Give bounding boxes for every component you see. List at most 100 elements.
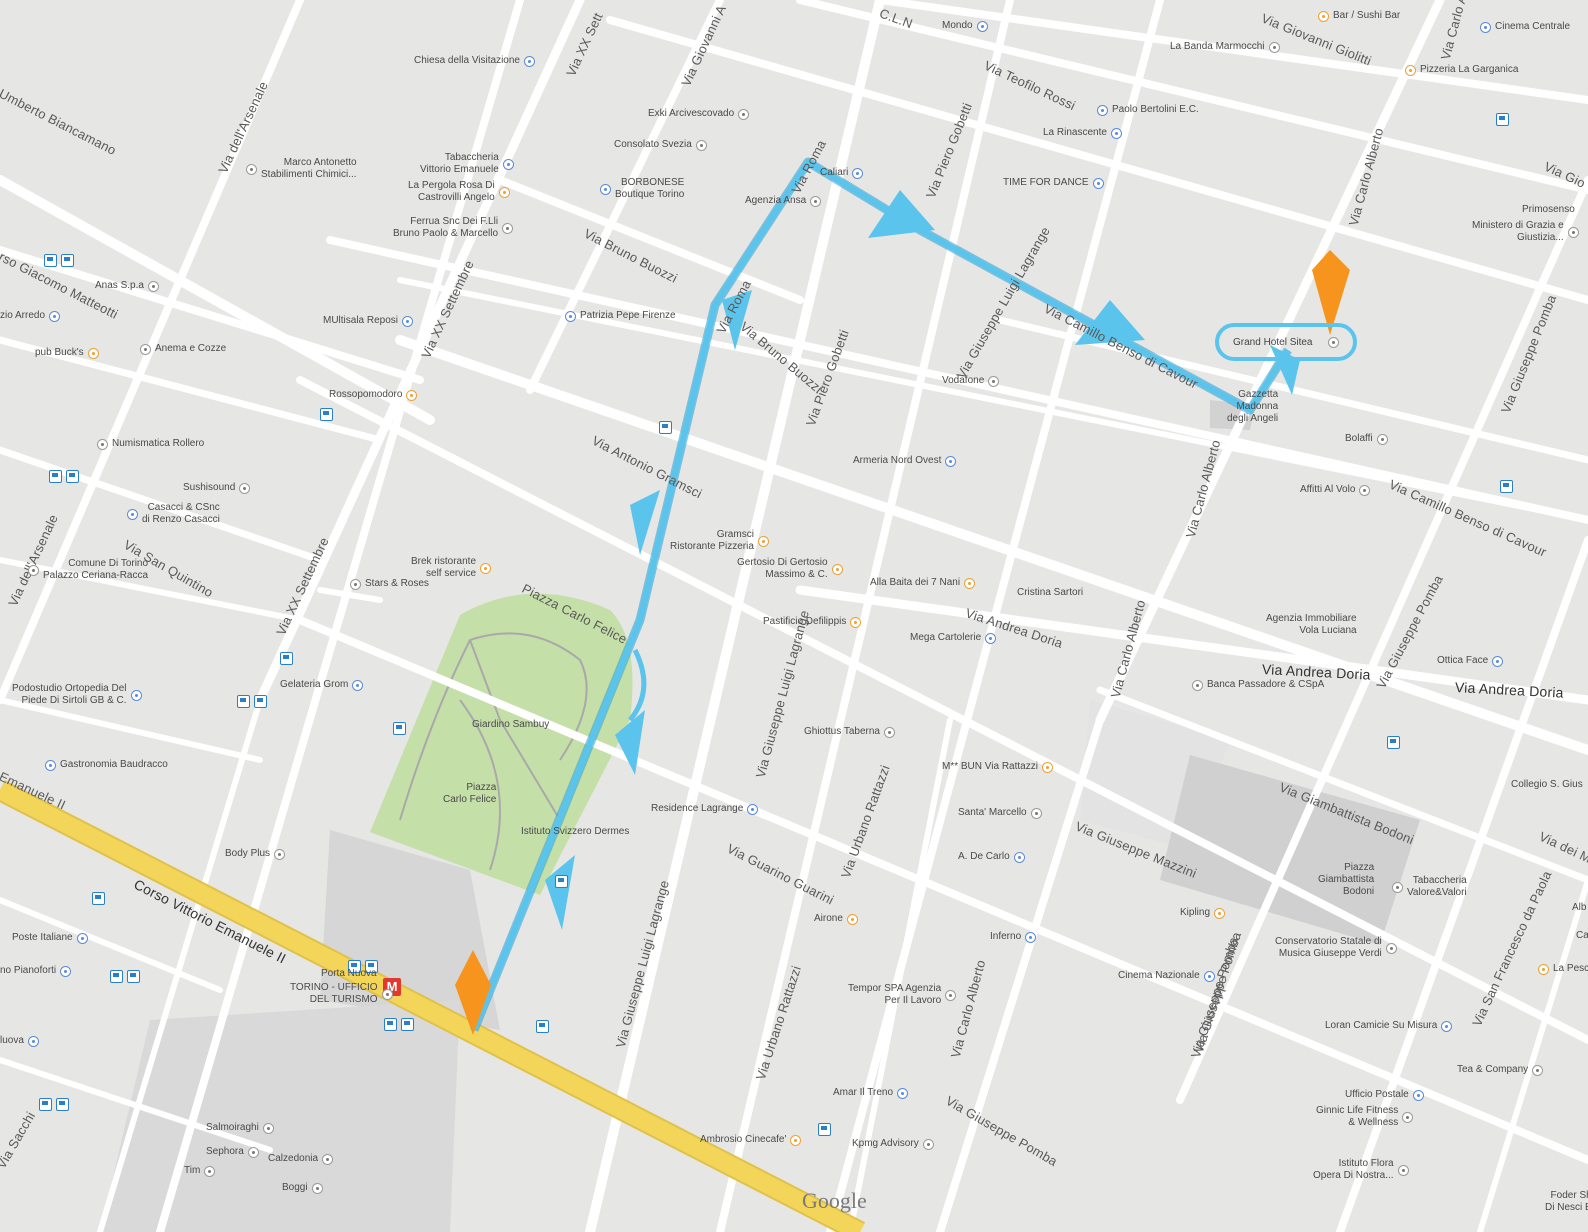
place-marker[interactable]: Armeria Nord Ovest [853, 455, 957, 467]
place-marker[interactable]: Pastificio Defilippis [763, 616, 862, 628]
place-marker[interactable]: Marco Antonetto Stabilimenti Chimici... [246, 157, 357, 181]
place-marker[interactable]: Tim [184, 1165, 216, 1177]
place-marker[interactable]: Chiesa della Visitazione [414, 55, 535, 67]
destination-pin[interactable] [1312, 250, 1350, 335]
place-marker[interactable]: Kipling [1180, 907, 1226, 919]
transit-stop-icon[interactable] [393, 722, 406, 735]
place-marker[interactable]: Exki Arcivescovado [648, 108, 750, 120]
start-pin[interactable] [455, 950, 491, 1035]
start-pin-shape[interactable] [455, 950, 491, 1035]
place-marker[interactable]: Airone [814, 913, 858, 925]
place-marker[interactable]: Banca Passadore & CSpA [1192, 679, 1324, 691]
place-marker[interactable]: La Banda Marmocchi [1170, 41, 1280, 53]
place-marker[interactable]: Vodafone [942, 375, 1000, 387]
place-marker[interactable]: Gazzetta Madonna degli Angeli [1227, 389, 1278, 425]
place-marker[interactable]: Tea & Company [1457, 1064, 1544, 1076]
place-marker[interactable]: Brek ristorante self service [411, 556, 492, 580]
place-marker[interactable]: Casacci & CSnc di Renzo Casacci [127, 502, 220, 526]
place-marker[interactable]: Calzedonia [268, 1153, 334, 1165]
transit-stop-icon[interactable] [348, 960, 361, 973]
place-marker[interactable]: Ca [1576, 930, 1588, 942]
place-marker[interactable]: Paolo Bertolini E.C. [1097, 104, 1199, 116]
place-marker[interactable]: Consolato Svezia [614, 139, 707, 151]
place-marker[interactable]: Bolaffi [1345, 433, 1388, 445]
place-marker[interactable]: Ambrosio Cinecafe' [700, 1134, 802, 1146]
place-marker[interactable]: Sephora [206, 1146, 259, 1158]
place-marker[interactable]: Gertosio Di Gertosio Massimo & C. [737, 557, 843, 581]
transit-stop-icon[interactable] [1496, 113, 1509, 126]
place-marker[interactable]: Sushisound [183, 482, 251, 494]
place-marker[interactable]: Residence Lagrange [651, 803, 759, 815]
place-marker[interactable]: Pizzeria La Garganica [1405, 64, 1518, 76]
destination-highlight[interactable] [1215, 323, 1357, 361]
place-marker[interactable]: Caliari [820, 167, 864, 179]
place-marker[interactable]: Mega Cartolerie [910, 632, 997, 644]
place-marker[interactable]: Ufficio Postale [1345, 1089, 1424, 1101]
transit-stop-icon[interactable] [92, 892, 105, 905]
place-marker[interactable]: Podostudio Ortopedia Del Piede Di Sirtol… [12, 683, 142, 707]
place-marker[interactable]: Primosenso [1522, 204, 1575, 216]
place-marker[interactable]: La Pesc [1538, 963, 1588, 975]
place-marker[interactable]: Salmoiraghi [206, 1122, 274, 1134]
place-marker[interactable]: Agenzia Ansa [745, 195, 822, 207]
place-marker[interactable]: Alb [1572, 902, 1586, 914]
place-marker[interactable]: La Rinascente [1043, 127, 1122, 139]
transit-stop-icon[interactable] [555, 875, 568, 888]
place-marker[interactable]: pub Buck's [35, 347, 99, 359]
place-marker[interactable]: Boggi [282, 1182, 323, 1194]
place-marker[interactable]: TORINO - UFFICIO DEL TURISMO [290, 982, 393, 1006]
place-marker[interactable]: no Pianoforti [0, 965, 72, 977]
transit-stop-icon[interactable] [280, 652, 293, 665]
transit-stop-icon[interactable] [61, 254, 74, 267]
place-marker[interactable]: Giardino Sambuy [472, 719, 549, 731]
place-marker[interactable]: Tabaccheria Vittorio Emanuele [420, 152, 514, 176]
place-marker[interactable]: Ginnic Life Fitness & Wellness [1316, 1105, 1414, 1129]
transit-stop-icon[interactable] [659, 421, 672, 434]
place-marker[interactable]: Tempor SPA Agenzia Per Il Lavoro [848, 983, 957, 1007]
transit-stop-icon[interactable] [536, 1020, 549, 1033]
place-marker[interactable]: Cristina Sartori [1017, 587, 1083, 599]
place-marker[interactable]: Cinema Centrale [1480, 21, 1570, 33]
place-marker[interactable]: Numismatica Rollero [97, 438, 204, 450]
transit-stop-icon[interactable] [1500, 480, 1513, 493]
place-marker[interactable]: Kpmg Advisory [852, 1138, 934, 1150]
place-marker[interactable]: Patrizia Pepe Firenze [565, 310, 676, 322]
place-marker[interactable]: luova [0, 1035, 39, 1047]
transit-stop-icon[interactable] [66, 470, 79, 483]
transit-stop-icon[interactable] [44, 254, 57, 267]
place-marker[interactable]: Istituto Svizzero Dermes [521, 826, 629, 838]
place-marker[interactable]: Gramsci Ristorante Pizzeria [670, 529, 769, 553]
place-marker[interactable]: Loran Camicie Su Misura [1325, 1020, 1453, 1032]
transit-stop-icon[interactable] [110, 970, 123, 983]
place-marker[interactable]: Poste Italiane [12, 932, 88, 944]
place-marker[interactable]: Bar / Sushi Bar [1318, 10, 1400, 22]
transit-stop-icon[interactable] [365, 960, 378, 973]
place-marker[interactable]: Affitti Al Volo [1300, 484, 1371, 496]
place-marker[interactable]: Santa' Marcello [958, 807, 1042, 819]
place-marker[interactable]: Ottica Face [1437, 655, 1504, 667]
transit-stop-icon[interactable] [237, 695, 250, 708]
transit-stop-icon[interactable] [401, 1018, 414, 1031]
place-marker[interactable]: Porta Nuova [321, 968, 377, 980]
destination-label[interactable]: Grand Hotel Sitea [1233, 337, 1313, 348]
place-marker[interactable]: Inferno [990, 931, 1037, 943]
place-marker[interactable]: Istituto Flora Opera Di Nostra... [1313, 1158, 1409, 1182]
place-marker[interactable]: Foder Sh Di Nesci E [1545, 1190, 1588, 1214]
place-marker[interactable]: Stars & Roses [350, 578, 429, 590]
place-marker[interactable]: Body Plus [225, 848, 286, 860]
place-marker[interactable]: zio Arredo [0, 310, 61, 322]
transit-stop-icon[interactable] [384, 1018, 397, 1031]
transit-stop-icon[interactable] [1387, 736, 1400, 749]
place-marker[interactable]: TIME FOR DANCE [1003, 177, 1104, 189]
place-marker[interactable]: Conservatorio Statale di Musica Giuseppe… [1275, 936, 1397, 960]
transit-stop-icon[interactable] [818, 1123, 831, 1136]
place-marker[interactable]: Gelateria Grom [280, 679, 364, 691]
place-marker[interactable]: A. De Carlo [958, 851, 1025, 863]
destination-pin-shape[interactable] [1312, 250, 1350, 335]
place-marker[interactable]: Agenzia Immobiliare Vola Luciana [1266, 613, 1357, 637]
place-marker[interactable]: Piazza Carlo Felice [443, 782, 496, 806]
place-marker[interactable]: Piazza Giambattista Bodoni [1318, 862, 1374, 898]
transit-stop-icon[interactable] [254, 695, 267, 708]
place-marker[interactable]: Amar Il Treno [833, 1087, 909, 1099]
